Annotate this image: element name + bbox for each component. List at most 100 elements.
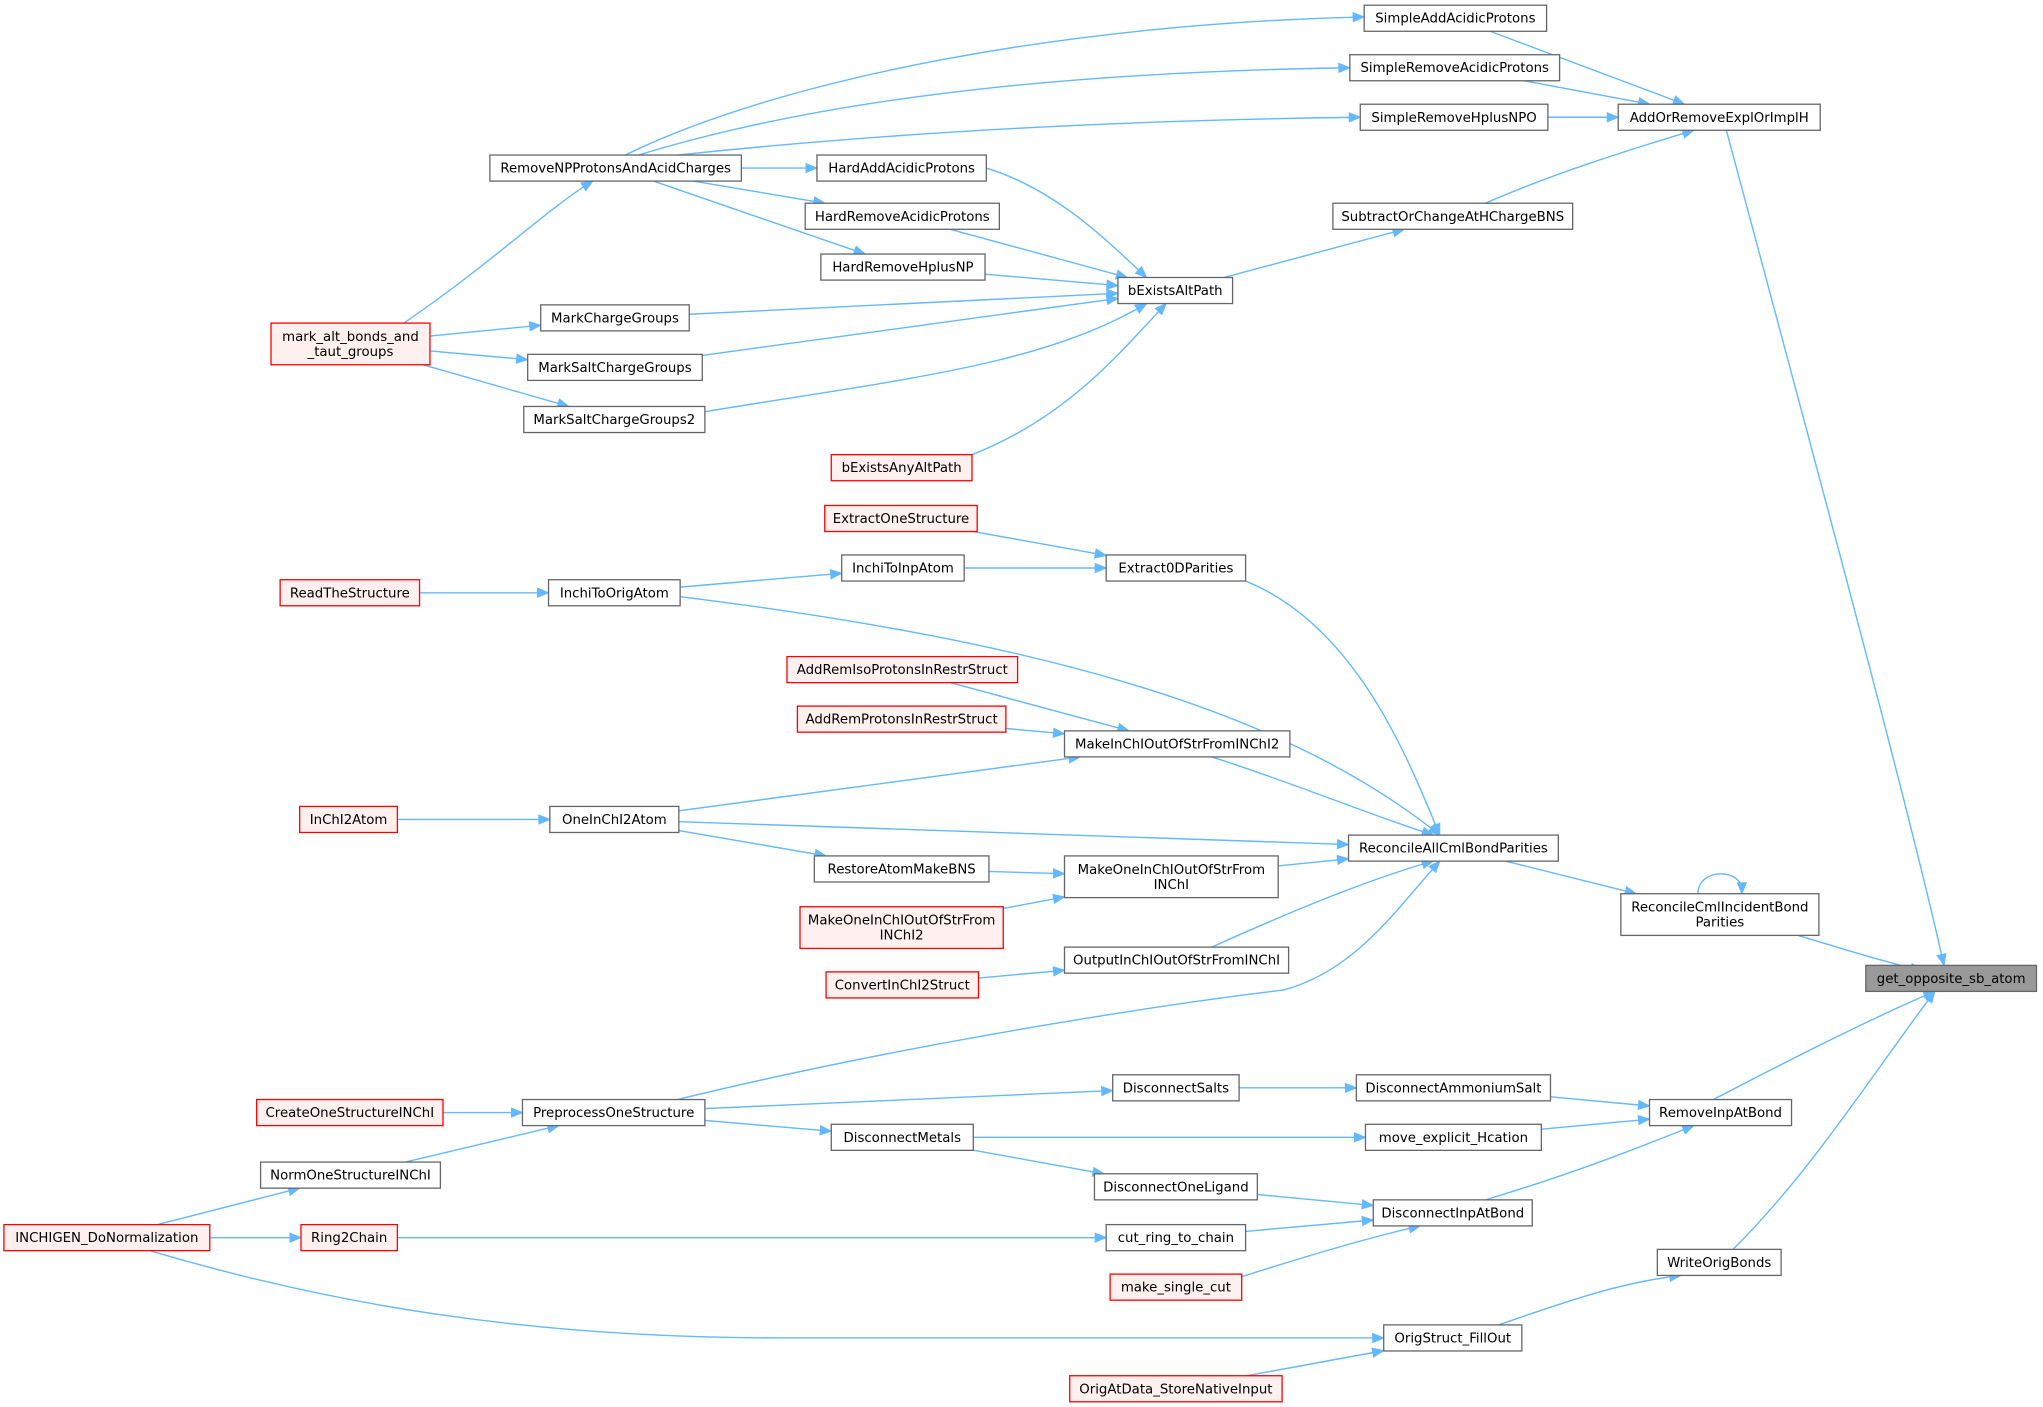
node-label: SimpleRemoveHplusNPO	[1371, 111, 1536, 126]
node-label: ReadTheStructure	[290, 586, 410, 601]
node-DisconnectOneLigand[interactable]: DisconnectOneLigand	[1093, 1173, 1258, 1201]
node-label: DisconnectMetals	[844, 1131, 962, 1146]
node-DisconnectSalts[interactable]: DisconnectSalts	[1112, 1074, 1240, 1102]
node-InchiToInpAtom[interactable]: InchiToInpAtom	[841, 554, 965, 582]
edge-MarkSaltChargeGroups2-to-bExistsAltPath	[704, 302, 1147, 413]
node-AddOrRemoveExplOrImplH[interactable]: AddOrRemoveExplOrImplH	[1617, 103, 1821, 131]
edge-arrowhead	[1427, 823, 1441, 836]
node-box	[820, 253, 986, 281]
node-layer: SimpleAddAcidicProtonsSimpleRemoveAcidic…	[3, 4, 2038, 1403]
node-DisconnectAmmoniumSalt[interactable]: DisconnectAmmoniumSalt	[1355, 1074, 1552, 1102]
node-ExtractOneStructure[interactable]: ExtractOneStructure	[824, 504, 978, 533]
node-box	[259, 1161, 442, 1189]
node-MakeInChIOutOfStrFromINChI2[interactable]: MakeInChIOutOfStrFromINChI2	[1063, 730, 1291, 758]
node-ReadTheStructure[interactable]: ReadTheStructure	[279, 579, 421, 607]
node-box	[299, 805, 399, 834]
node-box	[1620, 893, 1820, 937]
node-mark_alt_bonds_and_taut_groups[interactable]: mark_alt_bonds_and_taut_groups	[270, 322, 431, 366]
edge-arrowhead	[1336, 838, 1350, 850]
node-box	[256, 1098, 444, 1127]
node-InChI2Atom[interactable]: InChI2Atom	[299, 805, 399, 834]
node-box	[813, 855, 990, 883]
edge-arrowhead	[1336, 854, 1350, 866]
node-OrigStruct_FillOut[interactable]: OrigStruct_FillOut	[1383, 1324, 1523, 1352]
node-AddRemProtonsInRestrStruct[interactable]: AddRemProtonsInRestrStruct	[796, 705, 1007, 733]
node-label: _taut_groups	[307, 345, 394, 360]
node-SimpleAddAcidicProtons[interactable]: SimpleAddAcidicProtons	[1363, 4, 1548, 32]
node-SimpleRemoveAcidicProtons[interactable]: SimpleRemoveAcidicProtons	[1349, 54, 1561, 82]
node-HardAddAcidicProtons[interactable]: HardAddAcidicProtons	[816, 154, 987, 182]
edge-arrowhead	[1372, 1332, 1386, 1344]
node-INCHIGEN_DoNormalization[interactable]: INCHIGEN_DoNormalization	[3, 1223, 211, 1252]
edge-cut_ring_to_chain-to-DisconnectInpAtBond	[1245, 1219, 1374, 1233]
edge-arrowhead	[1681, 1125, 1696, 1135]
node-DisconnectInpAtBond[interactable]: DisconnectInpAtBond	[1372, 1199, 1533, 1227]
node-MarkChargeGroups[interactable]: MarkChargeGroups	[540, 304, 690, 332]
edge-mark_alt_bonds_and_taut_groups-to-MarkChargeGroups	[429, 324, 541, 337]
node-bExistsAnyAltPath[interactable]: bExistsAnyAltPath	[830, 454, 973, 482]
node-box	[804, 202, 1001, 230]
node-RestoreAtomMakeBNS[interactable]: RestoreAtomMakeBNS	[813, 855, 990, 883]
node-HardRemoveAcidicProtons[interactable]: HardRemoveAcidicProtons	[804, 202, 1001, 230]
node-ConvertInChI2Struct[interactable]: ConvertInChI2Struct	[825, 971, 980, 999]
node-box	[1069, 1375, 1283, 1403]
node-OneInChI2Atom[interactable]: OneInChI2Atom	[549, 805, 680, 834]
node-ReconcileAllCmlBondParities[interactable]: ReconcileAllCmlBondParities	[1347, 834, 1559, 862]
node-get_opposite_sb_atom[interactable]: get_opposite_sb_atom	[1865, 964, 2038, 993]
node-box	[1648, 1098, 1793, 1127]
node-Extract0DParities[interactable]: Extract0DParities	[1105, 554, 1247, 582]
edge-HardRemoveHplusNP-to-bExistsAltPath	[984, 273, 1118, 287]
node-SubtractOrChangeAtHChargeBNS[interactable]: SubtractOrChangeAtHChargeBNS	[1332, 202, 1574, 230]
node-SimpleRemoveHplusNPO[interactable]: SimpleRemoveHplusNPO	[1359, 103, 1549, 131]
node-label: HardRemoveHplusNP	[832, 261, 973, 276]
node-move_explicit_Hcation[interactable]: move_explicit_Hcation	[1364, 1123, 1543, 1152]
edge-arrowhead	[1094, 562, 1108, 574]
node-label: DisconnectAmmoniumSalt	[1365, 1081, 1541, 1096]
edge-SimpleAddAcidicProtons-to-AddOrRemoveExplOrImplH	[1489, 30, 1685, 105]
node-AddRemIsoProtonsInRestrStruct[interactable]: AddRemIsoProtonsInRestrStruct	[786, 655, 1019, 684]
edge-MakeOneInChIOutOfStrFromINChI-to-ReconcileAllCmlBondParities	[1278, 858, 1349, 867]
node-box	[523, 405, 706, 434]
node-WriteOrigBonds[interactable]: WriteOrigBonds	[1656, 1248, 1782, 1277]
edge-arrowhead	[819, 1125, 833, 1136]
node-label: OrigAtData_StoreNativeInput	[1079, 1382, 1272, 1397]
node-label: Ring2Chain	[311, 1231, 387, 1246]
node-make_single_cut[interactable]: make_single_cut	[1109, 1273, 1243, 1301]
node-NormOneStructureINChI[interactable]: NormOneStructureINChI	[259, 1161, 442, 1189]
edge-SubtractOrChangeAtHChargeBNS-to-AddOrRemoveExplOrImplH	[1485, 129, 1695, 204]
node-DisconnectMetals[interactable]: DisconnectMetals	[830, 1123, 974, 1152]
node-PreprocessOneStructure[interactable]: PreprocessOneStructure	[521, 1098, 706, 1127]
node-bExistsAltPath[interactable]: bExistsAltPath	[1117, 276, 1234, 305]
node-Ring2Chain[interactable]: Ring2Chain	[300, 1223, 399, 1252]
node-label: DisconnectSalts	[1123, 1081, 1229, 1096]
edge-arrowhead	[829, 569, 844, 580]
edge-PreprocessOneStructure-to-DisconnectSalts	[704, 1089, 1113, 1110]
edge-OneInChI2Atom-to-RestoreAtomMakeBNS	[678, 829, 827, 857]
edge-ReconcileCmlIncidentBondParities-to-ReconcileCmlIncidentBondParities	[1697, 873, 1743, 894]
node-HardRemoveHplusNP[interactable]: HardRemoveHplusNP	[820, 253, 986, 281]
node-box	[549, 805, 680, 834]
node-label: Extract0DParities	[1118, 562, 1233, 577]
node-box	[1332, 202, 1574, 230]
edge-arrowhead	[515, 353, 530, 364]
edge-RemoveNPProtonsAndAcidCharges-to-SimpleRemoveHplusNPO	[677, 116, 1361, 156]
node-label: MakeInChIOutOfStrFromINChI2	[1075, 737, 1279, 752]
node-box	[1093, 1173, 1258, 1201]
node-box	[1865, 964, 2038, 993]
node-RemoveNPProtonsAndAcidCharges[interactable]: RemoveNPProtonsAndAcidCharges	[489, 154, 743, 182]
node-MarkSaltChargeGroups[interactable]: MarkSaltChargeGroups	[527, 353, 703, 382]
node-InchiToOrigAtom[interactable]: InchiToOrigAtom	[547, 579, 681, 607]
node-CreateOneStructureINChI[interactable]: CreateOneStructureINChI	[256, 1098, 444, 1127]
node-MarkSaltChargeGroups2[interactable]: MarkSaltChargeGroups2	[523, 405, 706, 434]
node-box	[1364, 1123, 1543, 1152]
node-OrigAtData_StoreNativeInput[interactable]: OrigAtData_StoreNativeInput	[1069, 1375, 1283, 1403]
edge-arrowhead	[1338, 62, 1352, 74]
node-cut_ring_to_chain[interactable]: cut_ring_to_chain	[1105, 1223, 1247, 1252]
edge-INCHIGEN_DoNormalization-to-OrigStruct_FillOut	[149, 1249, 1384, 1339]
node-label: INChI2	[880, 929, 924, 944]
node-OutputInChIOutOfStrFromINChI[interactable]: OutputInChIOutOfStrFromINChI	[1063, 946, 1290, 974]
node-RemoveInpAtBond[interactable]: RemoveInpAtBond	[1648, 1098, 1793, 1127]
